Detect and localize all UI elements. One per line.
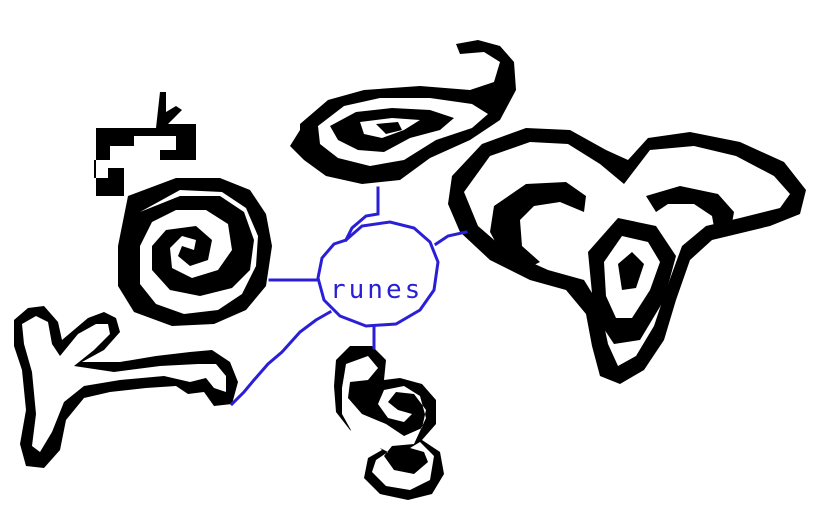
connector-top: [343, 186, 380, 243]
trefoil-rune-icon: [448, 128, 806, 384]
swirl-rune-icon: [94, 92, 272, 326]
branch-rune-icon: [14, 306, 238, 468]
knot-rune-icon: [334, 346, 444, 500]
connector-right: [433, 230, 468, 247]
center-ring: [316, 220, 440, 328]
eye-rune-icon: [290, 40, 516, 184]
connector-bottom-left: [229, 309, 333, 407]
center-label: runes: [330, 275, 423, 305]
connector-lines: [229, 186, 468, 407]
